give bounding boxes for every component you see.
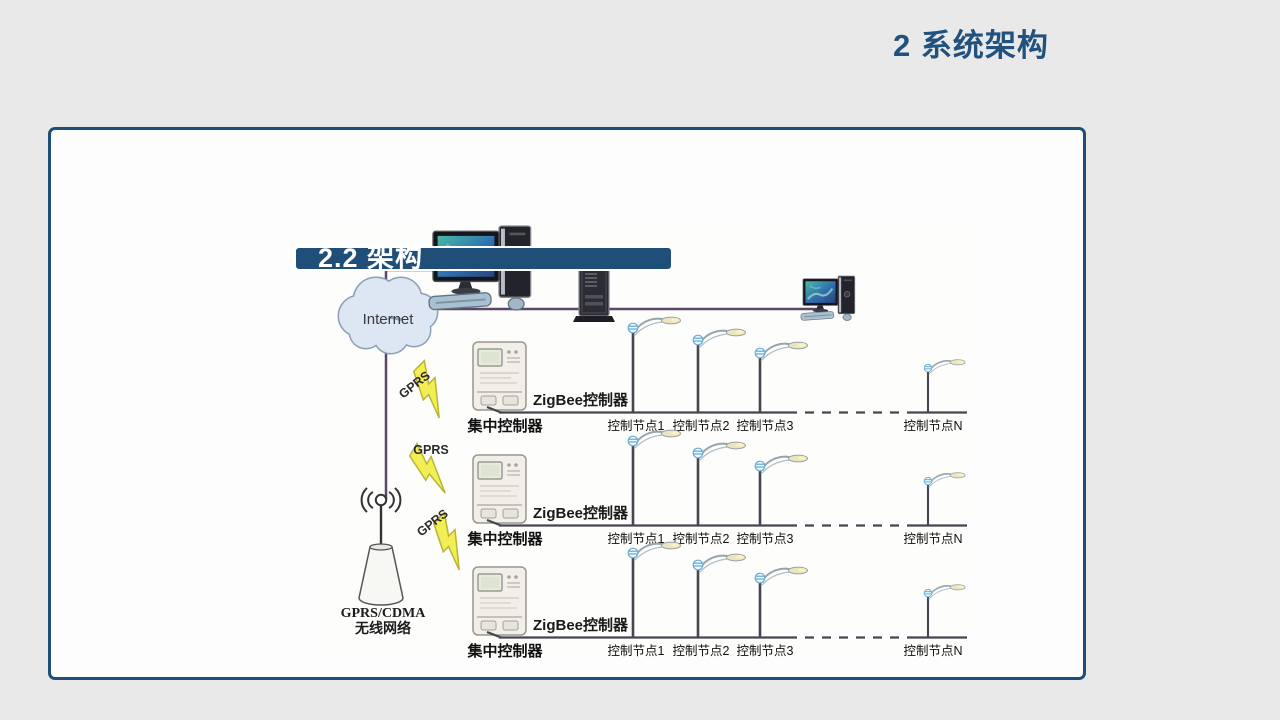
street-light-icon [923, 358, 966, 376]
gprs-antenna-icon: GPRS/CDMA 无线网络 [341, 487, 427, 637]
node-label: 控制节点N [903, 419, 962, 433]
zigbee-label: ZigBee控制器 [533, 616, 629, 634]
server-tower-icon [572, 261, 616, 323]
concentrator-meter-icon [472, 454, 527, 524]
street-light-icon [627, 316, 682, 337]
node-label: 控制节点2 [673, 419, 730, 433]
concentrator-meter-icon [472, 341, 527, 411]
internet-cloud-icon: Internet [337, 276, 439, 355]
architecture-diagram-svg: Internet GPRS GPRS GPRS [337, 224, 967, 660]
concentrator-label: 集中控制器 [466, 530, 543, 548]
content-panel: 2.2 架构 [48, 127, 1086, 680]
street-light-icon [754, 454, 809, 475]
page-title: 2 系统架构 [893, 28, 1049, 63]
gprs-label: GPRS [413, 443, 448, 457]
node-label: 控制节点N [903, 532, 962, 546]
street-light-icon [692, 441, 747, 462]
node-label: 控制节点1 [608, 419, 665, 433]
node-label: 控制节点1 [608, 644, 665, 658]
section-banner [294, 246, 673, 271]
concentrator-label: 集中控制器 [466, 642, 543, 660]
node-label: 控制节点3 [737, 419, 794, 433]
antenna-label-line1: GPRS/CDMA [341, 606, 427, 621]
zigbee-row: ZigBee控制器 集中控制器 控制节点1 控制节点2 控制节点3 控制节点N [466, 429, 967, 548]
architecture-diagram: Internet GPRS GPRS GPRS [321, 224, 969, 660]
street-light-icon [754, 341, 809, 362]
zigbee-row: ZigBee控制器 集中控制器 控制节点1 控制节点2 控制节点3 控制节点N [466, 316, 967, 435]
zigbee-label: ZigBee控制器 [533, 504, 629, 522]
node-label: 控制节点3 [737, 644, 794, 658]
zigbee-label: ZigBee控制器 [533, 391, 629, 409]
node-label: 控制节点2 [673, 532, 730, 546]
node-label: 控制节点3 [737, 532, 794, 546]
desktop-computer-icon [799, 274, 856, 322]
concentrator-label: 集中控制器 [466, 417, 543, 435]
concentrator-meter-icon [472, 566, 527, 636]
node-label: 控制节点2 [673, 644, 730, 658]
street-light-icon [692, 328, 747, 349]
street-light-icon [923, 471, 966, 489]
zigbee-row: ZigBee控制器 集中控制器 控制节点1 控制节点2 控制节点3 控制节点N [466, 541, 967, 660]
node-label: 控制节点1 [608, 532, 665, 546]
antenna-label-line2: 无线网络 [354, 620, 411, 637]
node-label: 控制节点N [903, 644, 962, 658]
section-title: 2.2 架构 [318, 243, 424, 273]
internet-label: Internet [363, 311, 415, 328]
street-light-icon [692, 553, 747, 574]
street-light-icon [923, 583, 966, 601]
street-light-icon [754, 566, 809, 587]
